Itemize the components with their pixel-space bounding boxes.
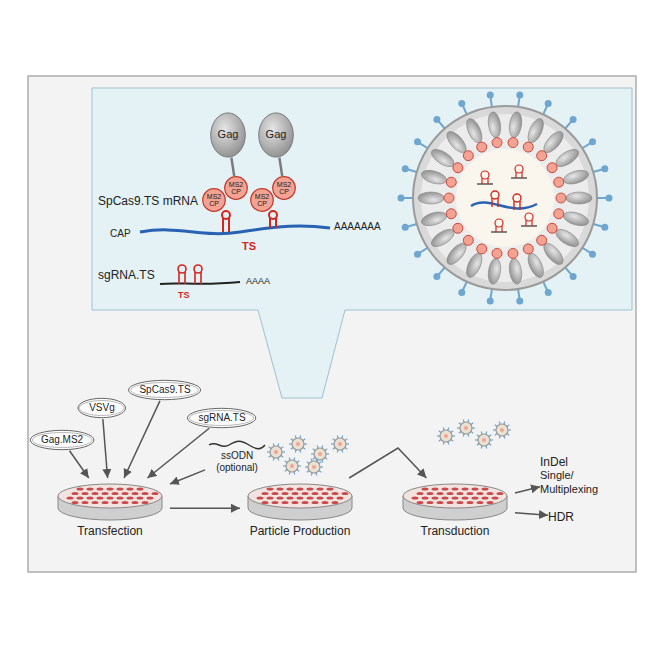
ms2-coat-protein: MS2 CP [272,176,296,200]
polya-label: AAAAAAA [334,221,381,232]
node-text: Transfection [77,524,143,538]
culture-dish: Transfection [50,478,170,538]
sgrna-strand [160,282,240,284]
flow-arrow [349,448,426,478]
flow-arrow [170,507,240,509]
ms2-coat-protein: MS2 CP [250,188,274,212]
node-text: MS2 CP [274,181,294,195]
outcome-label: HDR [548,510,598,524]
node-text: MS2 CP [204,193,224,207]
node-text: SpCas9.TS [139,384,190,396]
outcome-label: InDelSingle/ Multiplexing [540,455,630,496]
cap-label: CAP [110,228,131,239]
molecules [140,92,613,476]
flow-arrow [147,428,209,478]
flow-arrow [70,451,89,478]
node-text: InDel [540,455,568,469]
node-text: MS2 CP [226,181,246,195]
flow-arrow [515,487,540,493]
ts-label: TS [178,290,190,300]
plasmid: sgRNA.TS [186,407,257,429]
culture-dish: Particle Production [240,478,360,538]
node-text: HDR [548,510,574,524]
particle-cluster [437,419,511,448]
node-text: Single/ Multiplexing [540,469,630,495]
flow-arrow [103,419,108,478]
sgrna-label: sgRNA.TS [98,268,155,282]
ssodn-strand [207,440,267,450]
outer-panel [28,76,636,572]
node-text: Gag [218,128,239,141]
mrna-strand [140,226,330,234]
flow-arrow [124,401,160,478]
particle-cluster [267,435,349,475]
node-text: Particle Production [250,524,351,538]
dish-shape [395,478,515,524]
flow-arrow [515,513,548,516]
node-text: Transduction [421,524,490,538]
binding-stem [279,158,282,177]
plasmid: SpCas9.TS [127,379,202,401]
ts-hairpin [178,265,202,284]
node-text: MS2 CP [252,193,272,207]
dish-shape [240,478,360,524]
ts-hairpin [222,211,277,232]
node-text: ssODN (optional) [205,450,269,474]
culture-dish: Transduction [395,478,515,538]
zoom-panel [92,88,632,398]
flow-arrow [170,470,205,484]
ms2-coat-protein: MS2 CP [224,176,248,200]
gag-protein: Gag [210,112,246,158]
node-text: sgRNA.TS [198,412,245,424]
polya-label: AAAA [246,276,270,286]
plasmid: Gag.MS2 [29,429,95,451]
node-text: Gag.MS2 [41,434,83,446]
binding-stem [231,158,234,177]
virion [398,92,613,305]
plasmid: VSVg [77,397,127,419]
mrna-label: SpCas9.TS mRNA [98,194,198,208]
ms2-coat-protein: MS2 CP [202,188,226,212]
dish-shape [50,478,170,524]
node-text: VSVg [89,402,115,414]
ts-label: TS [242,240,256,252]
ssodn-oligo: ssODN (optional) [205,440,269,474]
node-text: Gag [266,128,287,141]
gag-protein: Gag [258,112,294,158]
